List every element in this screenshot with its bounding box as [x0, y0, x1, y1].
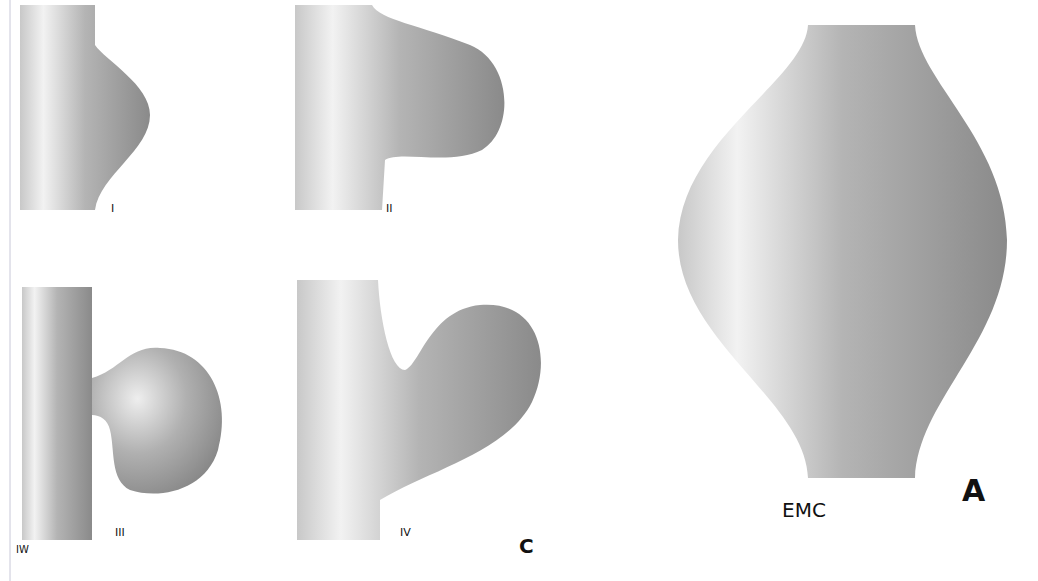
watermark: EMC [782, 500, 826, 520]
panel-letter: C [519, 536, 534, 556]
corner-mark: IW [16, 545, 29, 555]
type-numeral: III [115, 527, 125, 538]
aneurysm-type-2 [295, 5, 504, 210]
panel-letter: A [962, 476, 985, 506]
type-numeral: I [111, 203, 114, 214]
type-numeral: II [386, 203, 393, 214]
border-line [10, 0, 11, 581]
aneurysm-type-1 [20, 5, 150, 210]
vessel-3 [22, 287, 92, 540]
type-numeral: IV [400, 527, 411, 538]
fusiform-aneurysm [678, 25, 1007, 478]
aneurysm-sac-3 [92, 348, 222, 494]
aneurysm-type-4 [297, 280, 541, 540]
